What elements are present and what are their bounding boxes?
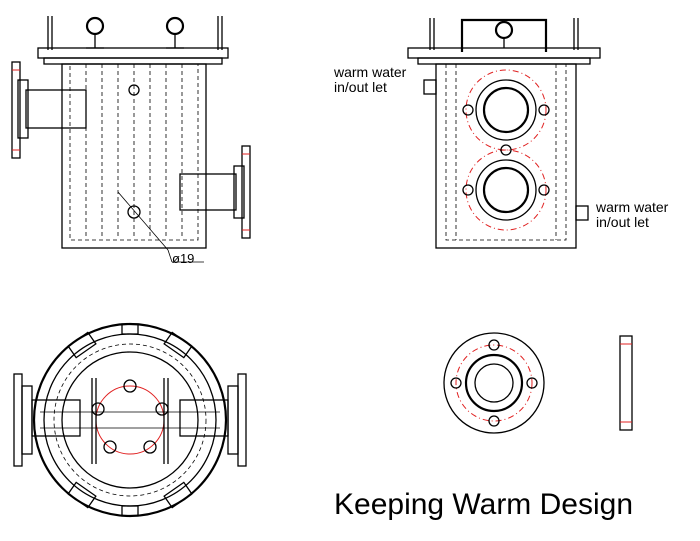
inlet-label-top-line2: in/out let [334, 79, 387, 95]
flange-side-profile [619, 335, 633, 431]
inlet-nozzle-left [25, 89, 87, 129]
warm-water-nozzle-bottom [575, 205, 589, 221]
inlet-label-bottom-line2: in/out let [596, 214, 649, 230]
top-flange-outer [32, 322, 228, 518]
inlet-label-bottom-line1: warm water [595, 199, 669, 215]
outlet-nozzle-right [179, 173, 237, 211]
drawing-title: Keeping Warm Design [334, 488, 633, 521]
top-flange [37, 47, 229, 59]
inlet-label-top-line1: warm water [333, 64, 407, 80]
side-view: warm water in/out let warm water in/out … [333, 18, 669, 249]
front-view: ø19 [11, 16, 251, 266]
flange-outer [443, 332, 545, 434]
flange-detail [443, 332, 633, 434]
lifting-eye-left [85, 16, 105, 49]
diameter-label: ø19 [172, 251, 194, 266]
top-view [13, 322, 247, 518]
lifting-eye-right [165, 16, 185, 49]
warm-water-nozzle-top [423, 79, 437, 95]
